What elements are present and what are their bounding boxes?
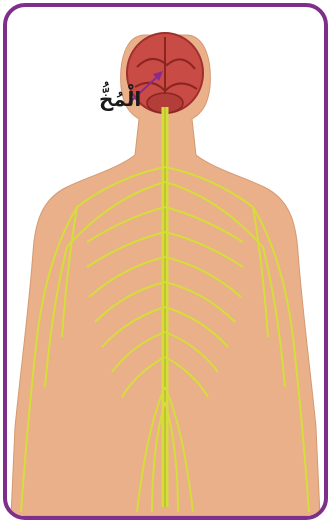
brain-label: الْمُخُّ: [99, 87, 141, 111]
figure-frame: الْمُخُّ: [3, 3, 328, 520]
nervous-system-illustration: [7, 7, 324, 516]
